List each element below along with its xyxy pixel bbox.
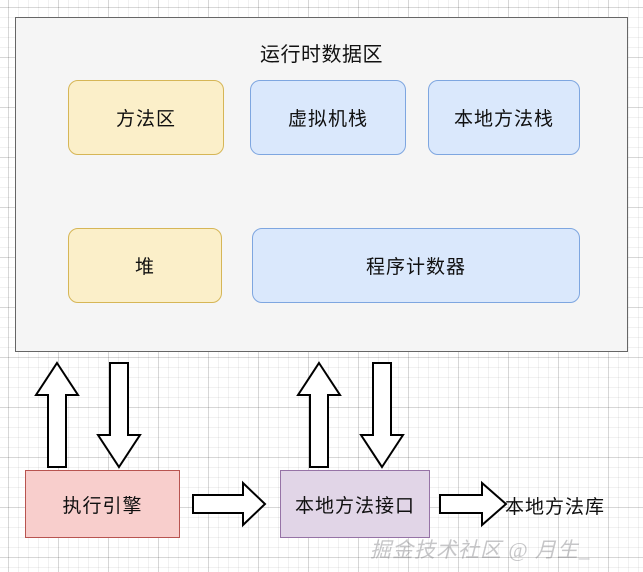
- method-area-label: 方法区: [115, 109, 176, 130]
- execution-engine-label: 执行引擎: [62, 495, 143, 517]
- native-method-stack-box[interactable]: 本地方法栈: [428, 80, 580, 155]
- arrow-native-to-library-icon: [437, 480, 509, 528]
- vm-stack-box[interactable]: 虚拟机栈: [250, 80, 406, 155]
- native-method-library-label: 本地方法库: [505, 497, 606, 518]
- heap-box[interactable]: 堆: [68, 228, 222, 303]
- native-method-interface-label: 本地方法接口: [294, 495, 415, 517]
- program-counter-label: 程序计数器: [365, 257, 466, 278]
- arrow-native-down-icon: [358, 360, 406, 470]
- method-area-box[interactable]: 方法区: [68, 80, 224, 155]
- execution-engine-box[interactable]: 执行引擎: [25, 470, 180, 538]
- native-method-interface-box[interactable]: 本地方法接口: [280, 470, 430, 538]
- program-counter-box[interactable]: 程序计数器: [252, 228, 580, 303]
- watermark-text: 掘金技术社区 @ 月生_: [370, 538, 591, 562]
- arrow-engine-to-native-icon: [190, 480, 268, 528]
- runtime-data-area-title: 运行时数据区: [260, 44, 383, 66]
- vm-stack-label: 虚拟机栈: [287, 109, 368, 130]
- arrow-engine-up-icon: [33, 360, 81, 470]
- native-method-stack-label: 本地方法栈: [453, 109, 554, 130]
- arrow-native-up-icon: [295, 360, 343, 470]
- arrow-engine-down-icon: [95, 360, 143, 470]
- heap-label: 堆: [134, 257, 155, 278]
